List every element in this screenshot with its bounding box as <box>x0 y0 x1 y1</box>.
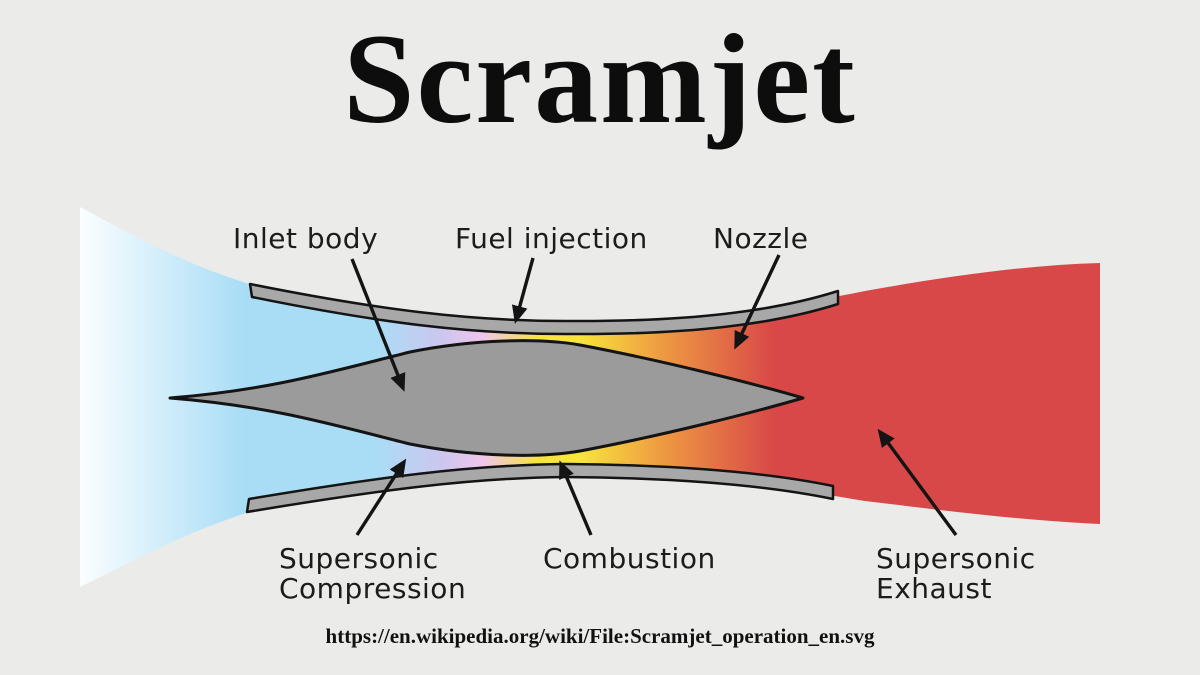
upper-cowl-shape <box>248 282 840 336</box>
label-supersonic-exhaust: Supersonic Exhaust <box>876 542 1036 605</box>
nozzle-arrow <box>734 254 781 350</box>
lower-cowl-shape <box>245 462 835 514</box>
supersonic-compression-arrow <box>355 458 407 536</box>
supersonic-exhaust-arrow <box>877 428 958 537</box>
label-nozzle: Nozzle <box>713 222 809 255</box>
annotation-arrows <box>350 254 958 537</box>
page-title: Scramjet <box>343 8 857 150</box>
combustion-arrow <box>559 460 593 536</box>
label-combustion: Combustion <box>543 542 716 575</box>
inlet-body-arrow <box>350 258 406 392</box>
source-url: https://en.wikipedia.org/wiki/File:Scram… <box>325 624 875 648</box>
label-inlet-body: Inlet body <box>233 222 379 255</box>
label-supersonic-compression: Supersonic Compression <box>279 542 467 605</box>
fuel-injection-arrow <box>511 257 535 324</box>
label-fuel-injection: Fuel injection <box>455 222 648 255</box>
center-body-shape <box>168 339 805 457</box>
